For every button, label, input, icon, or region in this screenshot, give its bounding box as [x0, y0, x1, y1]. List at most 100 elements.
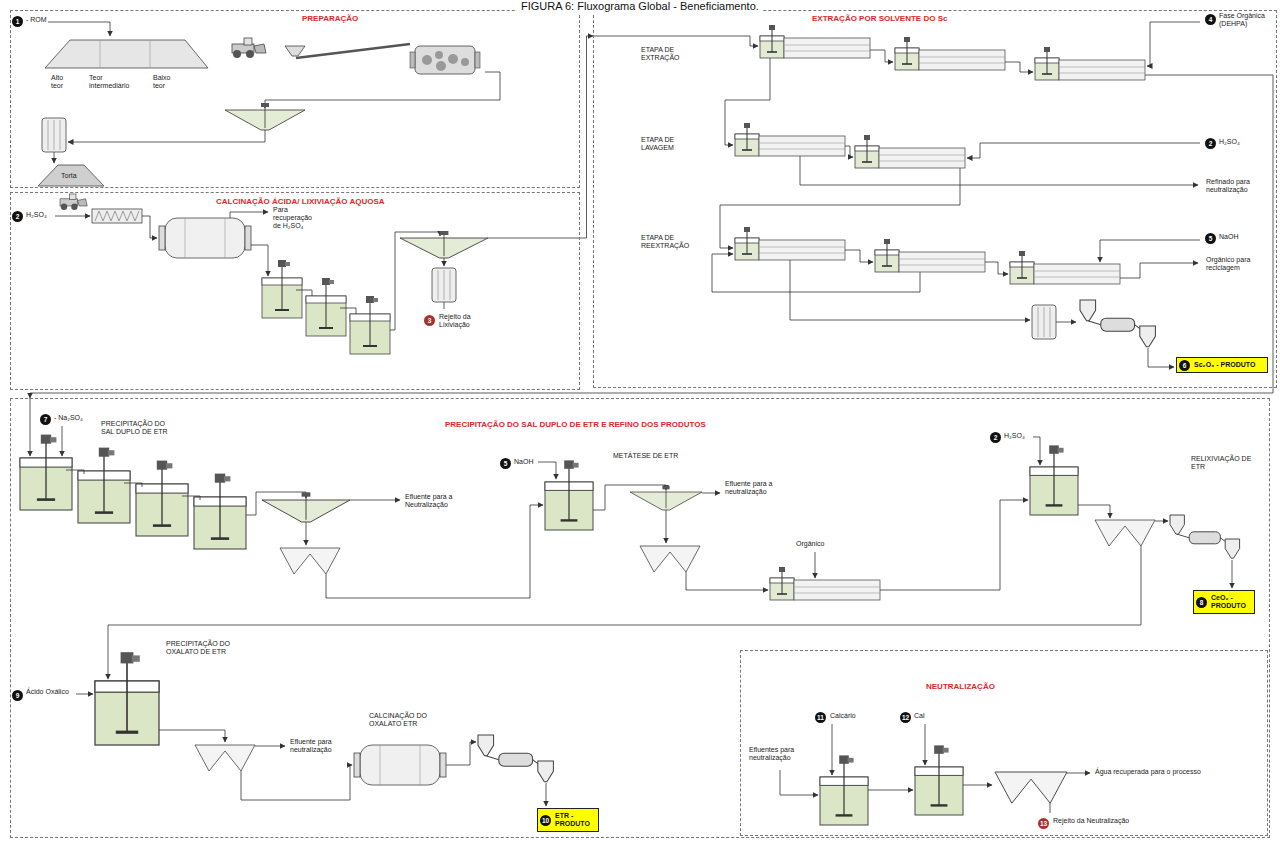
pipe-line [54, 152, 55, 163]
annotation-label: Efluentes para neutralização [748, 746, 808, 762]
callout-number: 8 [1196, 597, 1207, 608]
annotation-label: Cal [913, 712, 926, 720]
annotation-label: Refinado para neutralização [1205, 178, 1262, 194]
cone-settler [640, 546, 700, 572]
overflow-line [66, 470, 84, 474]
mixer-settler [735, 227, 845, 260]
pipe-line [142, 216, 157, 238]
callout-number: 3 [424, 315, 435, 326]
effluent-line [350, 500, 400, 501]
pipe-line [265, 72, 500, 108]
reagent-feed [832, 724, 833, 775]
raffinate-line [800, 156, 1198, 185]
annotation-label: PRECIPITAÇÃO DO SAL DUPLO DE ETR [100, 420, 177, 436]
reagent-feed [538, 462, 556, 479]
pipe-line [720, 168, 960, 248]
water-line [1067, 773, 1090, 774]
callout-number: 4 [1205, 14, 1216, 25]
mixer-settler [735, 123, 845, 156]
cone-settler [995, 772, 1067, 803]
annotation-label: NaOH [1218, 233, 1239, 241]
overflow-line [340, 308, 356, 314]
effluent-line [702, 493, 720, 494]
annotation-label: Baixo teor [152, 74, 184, 90]
flow-connector [580, 36, 593, 238]
releach-tank [1030, 445, 1078, 515]
callout-number: 5 [1205, 233, 1216, 244]
pipe-line [1056, 322, 1076, 323]
front-loader [60, 194, 87, 210]
precipitation-tank [136, 461, 188, 536]
annotation-label: Rejeito da Lixiviação [438, 313, 486, 329]
drum-filter [42, 118, 66, 152]
overflow-line [488, 238, 580, 239]
caustic-feed [1100, 240, 1200, 262]
annotation-label: Ácido Oxálico [25, 688, 70, 696]
pipe-line [686, 572, 768, 590]
process-section: NEUTRALIZAÇÃO [740, 650, 1268, 836]
stockpile-divider [100, 40, 101, 68]
leach-tank [262, 260, 302, 318]
callout-number: 2 [1205, 138, 1216, 149]
annotation-label: H₂SO₄ [25, 211, 48, 219]
neutralization-tank [820, 755, 868, 825]
annotation-label: Alto teor [50, 74, 78, 90]
callout-number: 6 [1179, 360, 1190, 371]
rotary-kiln [159, 218, 251, 258]
callout-number: 7 [40, 414, 51, 425]
annotation-label: Teor intermediário [88, 74, 142, 90]
mixer-settler [1035, 47, 1145, 80]
callout-number: 1 [12, 16, 23, 27]
annotation-label: Para recuperação de H₂SO₄ [272, 206, 318, 230]
pipe-line [845, 146, 853, 157]
precipitation-tank [194, 474, 246, 549]
feed-line [40, 22, 110, 36]
thickener [630, 486, 702, 510]
precipitation-tank [20, 435, 72, 510]
annotation-label: H₂SO₄ [1218, 138, 1241, 146]
pipe-line [30, 398, 31, 456]
callout-number: 10 [540, 815, 551, 826]
acid-feed [1033, 437, 1040, 465]
ore-stockpile [45, 40, 208, 68]
reagent-feed [62, 426, 63, 456]
mixer-settler [760, 25, 870, 58]
pipe-line [251, 245, 268, 276]
overflow-line [124, 483, 142, 487]
process-section: PREPARAÇÃO [10, 10, 580, 188]
annotation-label: - Na₂SO₄ [53, 414, 84, 422]
callout-number: 13 [1038, 818, 1049, 829]
stockpile-divider [150, 40, 151, 68]
annotation-label: Água recuperada para o processo [1094, 768, 1202, 776]
cone-settler [280, 548, 340, 574]
figure-title: FIGURA 6: Fluxograma Global - Beneficiam… [517, 0, 763, 13]
pipe-line [1078, 505, 1110, 518]
gas-line [230, 212, 268, 218]
annotation-label: Efluente para a neutralização [724, 480, 784, 496]
annotation-label: Fase Orgânica (DEHPA) [1218, 12, 1272, 28]
thickener [262, 492, 350, 522]
neutralization-tank [915, 745, 963, 815]
pipe-line [444, 302, 445, 309]
process-section: PRECIPITAÇÃO DO SAL DUPLO DE ETR E REFIN… [10, 398, 1270, 838]
reagent-feed [76, 694, 93, 695]
section-heading: PREPARAÇÃO [300, 14, 360, 24]
organic-feed [815, 552, 816, 578]
callout-number: 11 [815, 712, 826, 723]
calciner [354, 745, 446, 785]
product-line [1232, 560, 1233, 588]
annotation-label: H₂SO₄ [1003, 432, 1026, 440]
product-name: ETR - PRODUTO [555, 812, 595, 828]
annotation-label: Orgânico para reciclagem [1205, 256, 1262, 272]
drum-filter [1032, 305, 1056, 339]
product-line [1148, 348, 1174, 367]
pipe-line [790, 260, 1030, 320]
screw-mixer [92, 209, 142, 223]
process-section: EXTRAÇÃO POR SOLVENTE DO ScSc₂O₃ - PRODU… [593, 10, 1277, 388]
reagent-feed [925, 724, 926, 765]
annotation-label: Torta [60, 172, 78, 180]
pipe-line [306, 522, 307, 545]
effluent-line [780, 770, 818, 795]
raffinate-line [1145, 75, 1273, 388]
annotation-label: RELIXIVIAÇÃO DE ETR [1190, 455, 1254, 471]
